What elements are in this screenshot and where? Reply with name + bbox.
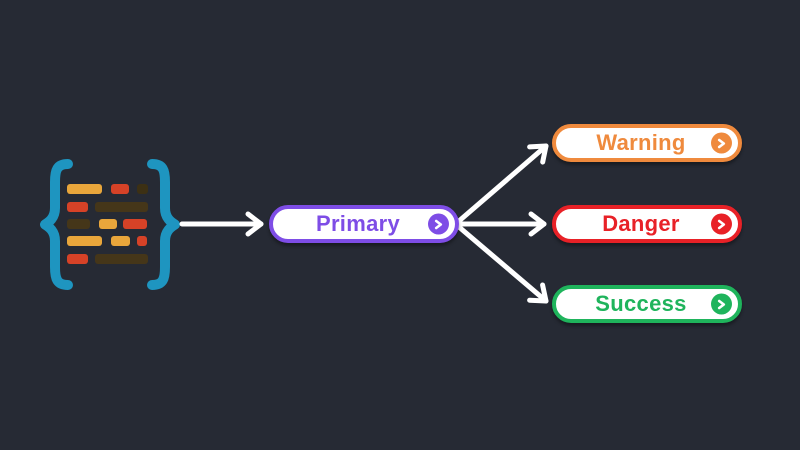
node-primary-label: Primary [315,211,401,236]
node-warning[interactable]: Warning [552,124,742,162]
arrow-primary-to-warning [456,143,549,224]
left-brace [40,159,73,290]
node-primary[interactable]: Primary [269,205,459,243]
node-success[interactable]: Success [552,285,742,323]
right-brace [147,159,180,290]
chevron-right-icon [711,213,732,235]
arrow-primary-to-success [456,224,549,304]
node-success-label: Success [595,291,687,316]
node-danger-label: Danger [602,211,680,236]
chevron-right-icon [711,293,732,315]
chevron-right-icon [711,132,732,154]
chevron-right-icon [428,213,449,235]
node-warning-label: Warning [596,130,686,155]
node-danger[interactable]: Danger [552,205,742,243]
code-braces-icon [40,159,180,290]
code-lines [67,184,148,264]
